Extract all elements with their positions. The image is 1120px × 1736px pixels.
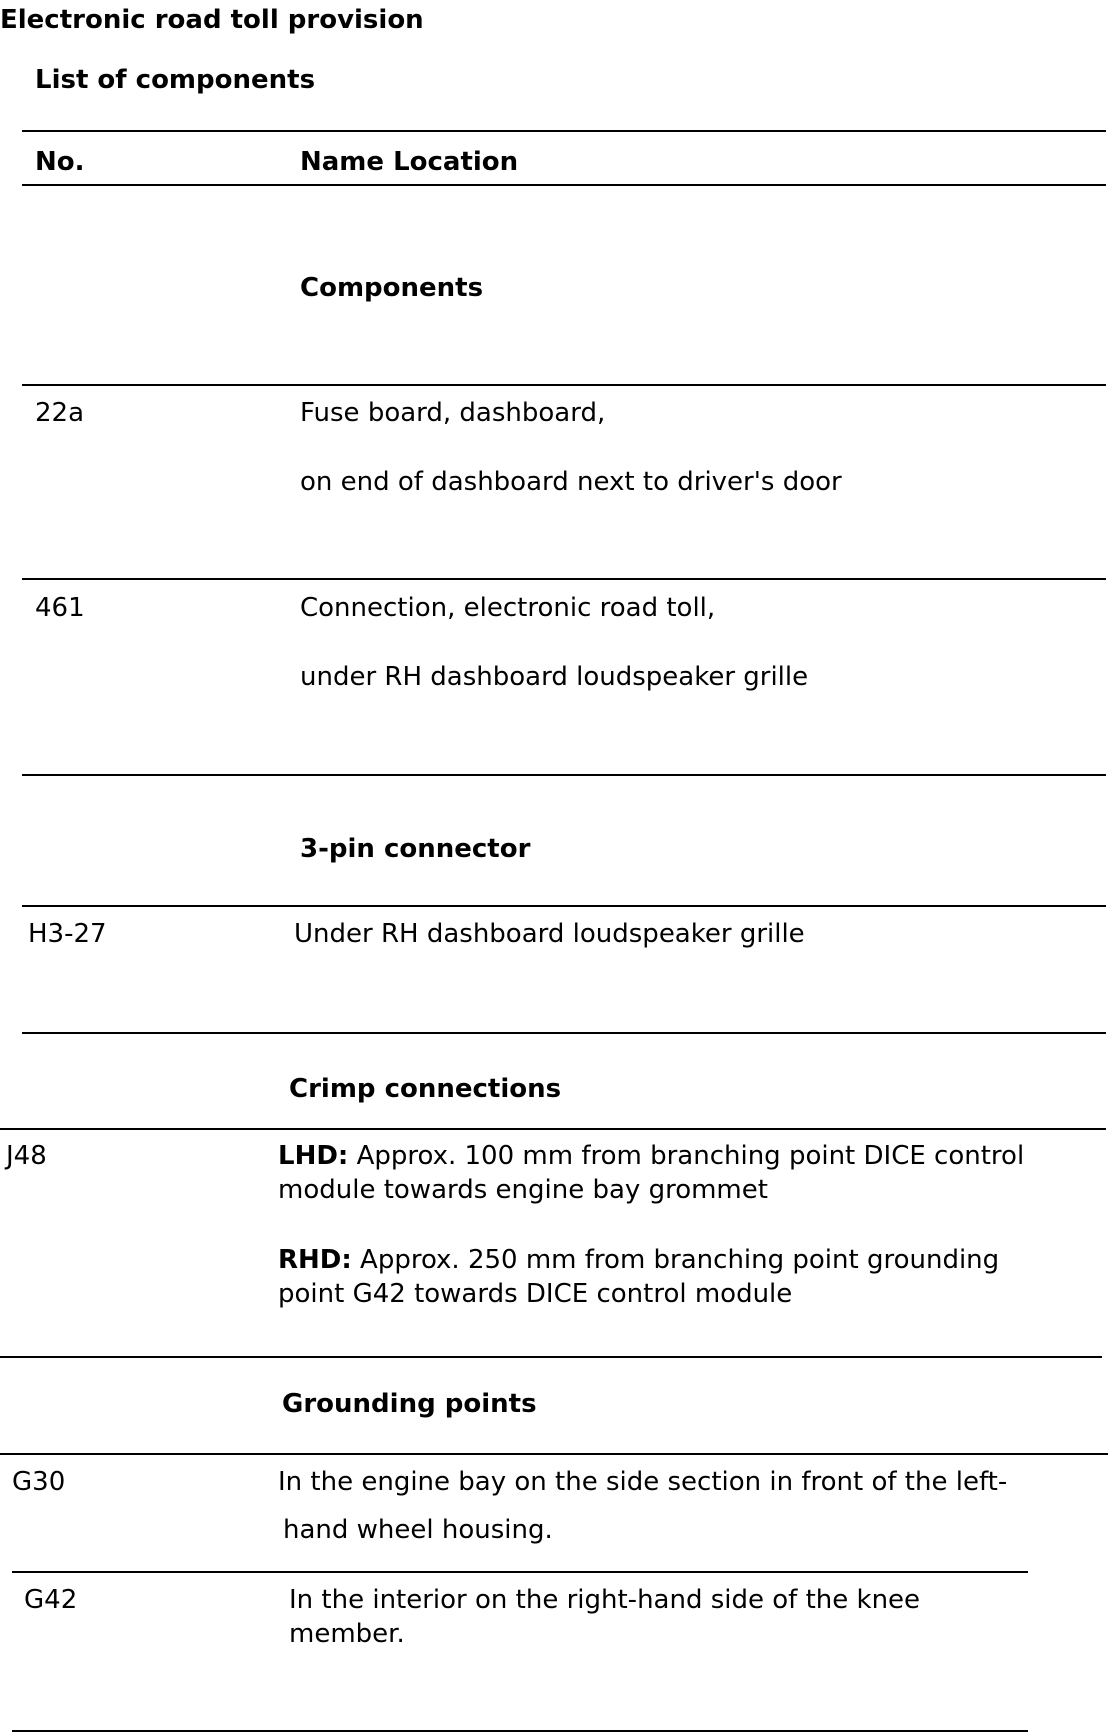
header-name-location: Name Location xyxy=(300,147,519,177)
rule-header-top xyxy=(22,130,1106,132)
rule-connector-top xyxy=(22,774,1106,776)
rule-j48-top xyxy=(0,1128,1106,1130)
rhd-text-1: Approx. 250 mm from branching point grou… xyxy=(351,1245,1000,1275)
row-g30-line2: hand wheel housing. xyxy=(283,1515,553,1545)
row-22a-name: Fuse board, dashboard, xyxy=(300,398,606,428)
rule-g42-top xyxy=(12,1571,1028,1573)
lhd-label: LHD: xyxy=(278,1141,349,1171)
row-h3-27-location: Under RH dashboard loudspeaker grille xyxy=(294,919,805,949)
row-g42-no: G42 xyxy=(24,1585,78,1615)
row-g42-line1: In the interior on the right-hand side o… xyxy=(289,1585,921,1615)
row-j48-lhd-line2: module towards engine bay grommet xyxy=(278,1175,768,1205)
rule-h327-top xyxy=(22,905,1106,907)
section-3-pin-connector: 3-pin connector xyxy=(300,834,531,864)
row-j48-rhd-line2: point G42 towards DICE control module xyxy=(278,1279,793,1309)
row-461-location: under RH dashboard loudspeaker grille xyxy=(300,662,809,692)
rule-grounding-top xyxy=(0,1356,1102,1358)
section-crimp-connections: Crimp connections xyxy=(289,1074,562,1104)
section-grounding-points: Grounding points xyxy=(282,1389,537,1419)
row-g30-line1: In the engine bay on the side section in… xyxy=(278,1467,1008,1497)
row-j48-lhd-line1: LHD: Approx. 100 mm from branching point… xyxy=(278,1140,1024,1173)
row-461-no: 461 xyxy=(35,593,85,623)
row-j48-no: J48 xyxy=(6,1141,47,1171)
rhd-label: RHD: xyxy=(278,1245,352,1275)
row-j48-rhd-line1: RHD: Approx. 250 mm from branching point… xyxy=(278,1244,999,1277)
document-subtitle: List of components xyxy=(35,65,316,95)
rule-22a-top xyxy=(22,384,1106,386)
document-title: Electronic road toll provision xyxy=(0,5,424,35)
row-g42-line2: member. xyxy=(289,1619,405,1649)
row-g30-no: G30 xyxy=(12,1467,66,1497)
row-22a-no: 22a xyxy=(35,398,85,428)
rule-461-top xyxy=(22,578,1106,580)
rule-g30-top xyxy=(0,1453,1108,1455)
row-461-name: Connection, electronic road toll, xyxy=(300,593,716,623)
section-components: Components xyxy=(300,273,484,303)
rule-bottom xyxy=(12,1730,1028,1732)
lhd-text-1: Approx. 100 mm from branching point DICE… xyxy=(348,1141,1025,1171)
row-h3-27-no: H3-27 xyxy=(28,919,107,949)
rule-header-bottom xyxy=(22,184,1106,186)
row-22a-location: on end of dashboard next to driver's doo… xyxy=(300,467,842,497)
header-no: No. xyxy=(35,147,85,177)
rule-crimp-top xyxy=(22,1032,1106,1034)
